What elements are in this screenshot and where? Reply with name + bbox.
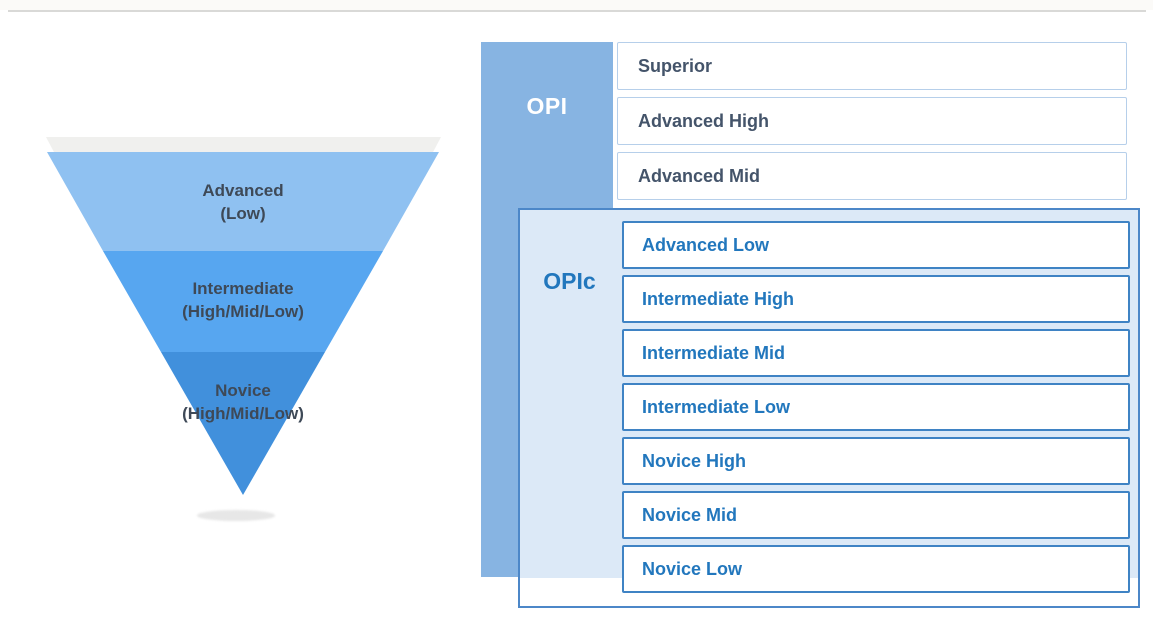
opi-level-superior: Superior bbox=[617, 42, 1127, 90]
funnel-label-intermediate-title: Intermediate bbox=[192, 279, 294, 298]
opic-level-intermediate-high-label: Intermediate High bbox=[642, 288, 795, 309]
opic-level-advanced-low: Advanced Low bbox=[622, 221, 1130, 269]
opic-level-intermediate-mid-label: Intermediate Mid bbox=[642, 342, 786, 363]
funnel-label-novice-title: Novice bbox=[215, 381, 271, 400]
opic-group-label: OPIc bbox=[543, 268, 596, 294]
opi-group-label: OPI bbox=[526, 93, 568, 119]
opic-level-novice-low-label: Novice Low bbox=[642, 558, 743, 579]
opic-level-intermediate-high: Intermediate High bbox=[622, 275, 1130, 323]
opic-level-intermediate-mid: Intermediate Mid bbox=[622, 329, 1130, 377]
opi-level-advanced-mid-label: Advanced Mid bbox=[638, 165, 761, 186]
opic-level-novice-low: Novice Low bbox=[622, 545, 1130, 593]
funnel-shadow bbox=[197, 510, 275, 521]
funnel-label-novice: Novice (High/Mid/Low) bbox=[47, 379, 439, 425]
funnel-label-advanced: Advanced (Low) bbox=[47, 179, 439, 225]
opic-level-intermediate-low: Intermediate Low bbox=[622, 383, 1130, 431]
top-strip bbox=[0, 0, 1153, 10]
opic-level-advanced-low-label: Advanced Low bbox=[642, 234, 770, 255]
opi-level-superior-label: Superior bbox=[638, 55, 713, 76]
funnel-label-intermediate: Intermediate (High/Mid/Low) bbox=[47, 277, 439, 323]
opic-level-novice-mid: Novice Mid bbox=[622, 491, 1130, 539]
funnel-label-advanced-title: Advanced bbox=[202, 181, 284, 200]
funnel-label-novice-sub: (High/Mid/Low) bbox=[182, 404, 304, 423]
funnel-label-intermediate-sub: (High/Mid/Low) bbox=[182, 302, 304, 321]
opi-level-advanced-mid: Advanced Mid bbox=[617, 152, 1127, 200]
funnel-slice-advanced bbox=[47, 152, 439, 251]
opic-level-intermediate-low-label: Intermediate Low bbox=[642, 396, 791, 417]
funnel-rim bbox=[46, 137, 441, 154]
funnel-label-advanced-sub: (Low) bbox=[220, 204, 266, 223]
opic-level-novice-high-label: Novice High bbox=[642, 450, 747, 471]
opi-level-advanced-high-label: Advanced High bbox=[638, 110, 770, 131]
opic-level-novice-mid-label: Novice Mid bbox=[642, 504, 738, 525]
opic-panel-frame bbox=[518, 208, 1140, 608]
opi-level-advanced-high: Advanced High bbox=[617, 97, 1127, 145]
opic-level-novice-high: Novice High bbox=[622, 437, 1130, 485]
top-divider bbox=[8, 10, 1146, 12]
